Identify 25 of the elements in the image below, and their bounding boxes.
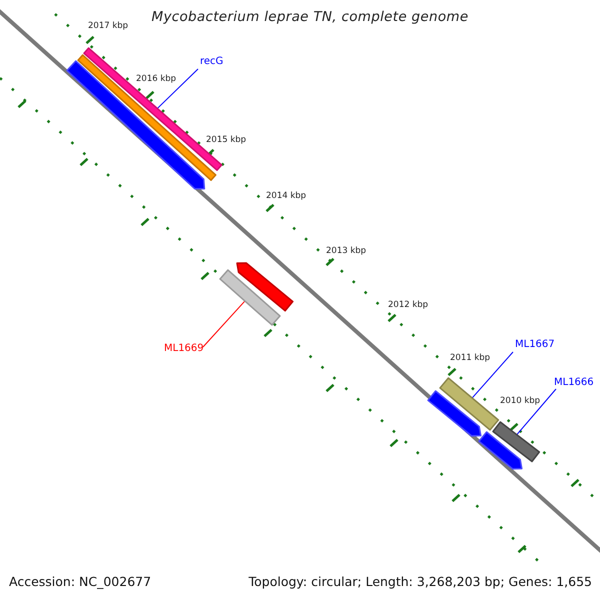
gene-arrow-bar bbox=[479, 432, 522, 470]
gene-arrow-bar bbox=[220, 270, 280, 324]
gene-arrow-bar bbox=[493, 422, 540, 462]
genome-summary-text: Topology: circular; Length: 3,268,203 bp; Genes: 1,655 bbox=[248, 574, 592, 589]
leader-line bbox=[202, 300, 246, 348]
gene-arrow-bar bbox=[237, 262, 293, 311]
leader-line bbox=[516, 388, 556, 436]
leader-line bbox=[156, 68, 198, 110]
accession-text: Accession: NC_002677 bbox=[9, 574, 152, 589]
gene-label: ML1667 bbox=[515, 339, 555, 350]
gene-label: recG bbox=[200, 56, 224, 67]
scale-label: 2016 kbp bbox=[136, 74, 176, 84]
scale-label: 2011 kbp bbox=[450, 353, 490, 363]
gene-label: ML1666 bbox=[554, 377, 594, 388]
gene-label: ML1669 bbox=[164, 343, 204, 354]
scale-label: 2017 kbp bbox=[88, 21, 128, 31]
scale-label: 2014 kbp bbox=[266, 191, 306, 201]
scale-label: 2013 kbp bbox=[326, 246, 366, 256]
scale-label: 2012 kbp bbox=[388, 300, 428, 310]
leader-line bbox=[472, 352, 514, 399]
title: Mycobacterium leprae TN, complete genome bbox=[152, 9, 468, 25]
scale-label: 2010 kbp bbox=[500, 396, 540, 406]
gene-arrow-bar bbox=[440, 378, 498, 430]
scale-label: 2015 kbp bbox=[206, 135, 246, 145]
gene-arrow-bar bbox=[428, 391, 481, 436]
